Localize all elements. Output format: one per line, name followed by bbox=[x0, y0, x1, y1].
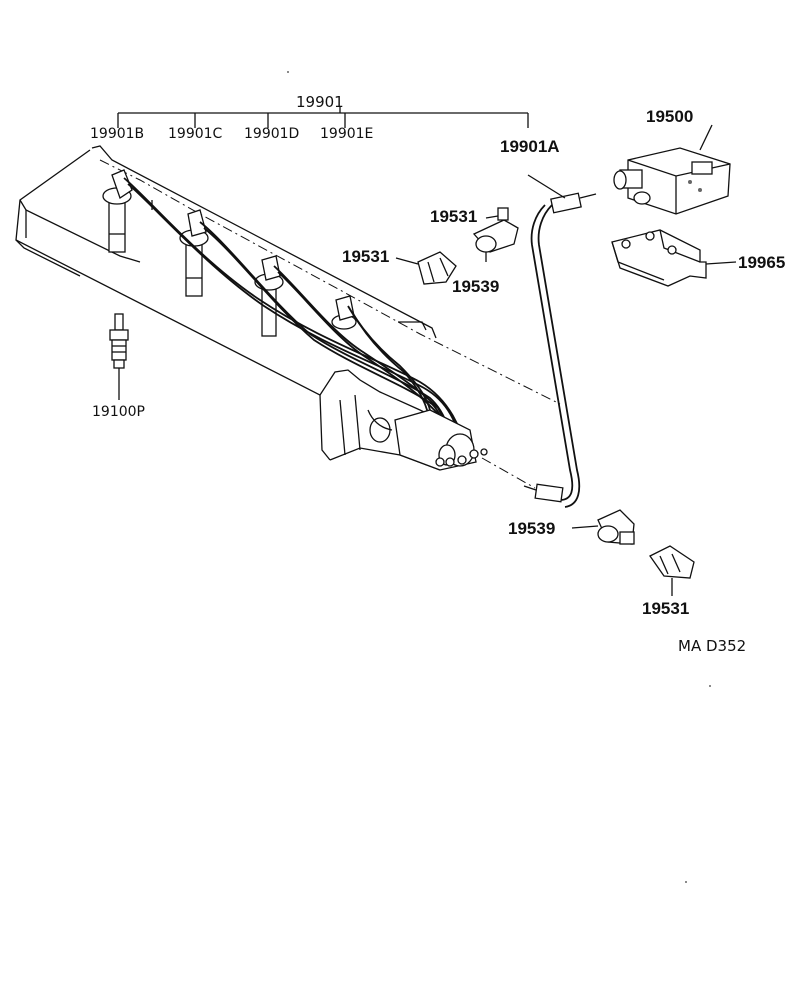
plug-tube-2 bbox=[179, 229, 209, 297]
label-19500: 19500 bbox=[646, 107, 693, 126]
spark-plug bbox=[109, 313, 129, 400]
clamp-19531-lower bbox=[649, 545, 695, 596]
figure-code: MA D352 bbox=[678, 637, 746, 655]
label-19100P: 19100P bbox=[92, 404, 145, 420]
label-19965: 19965 bbox=[738, 253, 785, 272]
scan-speck bbox=[685, 881, 687, 883]
label-19901E: 19901E bbox=[320, 126, 373, 142]
label-19901C: 19901C bbox=[168, 126, 223, 142]
label-19539-mid: 19539 bbox=[452, 277, 499, 296]
label-19901B: 19901B bbox=[90, 126, 144, 142]
distributor bbox=[394, 409, 488, 471]
grommet-19539-upper bbox=[472, 207, 519, 262]
label-19539-lower: 19539 bbox=[508, 519, 555, 538]
plug-tube-1 bbox=[102, 187, 132, 253]
scan-speck bbox=[287, 71, 289, 73]
label-19531-lower: 19531 bbox=[642, 599, 689, 618]
valve-cover bbox=[15, 145, 561, 471]
label-19531-mid: 19531 bbox=[342, 247, 389, 266]
grommet-19539-lower bbox=[571, 509, 635, 545]
coil-bracket bbox=[611, 229, 737, 287]
boot-cord-d bbox=[261, 255, 281, 281]
boot-cord-b bbox=[111, 169, 133, 200]
label-19531-upper: 19531 bbox=[430, 207, 477, 226]
scan-speck bbox=[709, 685, 711, 687]
label-19901A: 19901A bbox=[500, 137, 560, 156]
clamp-19531-mid bbox=[395, 251, 457, 285]
assembly-leader-bracket bbox=[117, 107, 529, 128]
label-19901D: 19901D bbox=[244, 126, 299, 142]
label-19901: 19901 bbox=[296, 93, 344, 111]
ignition-coil bbox=[613, 124, 731, 215]
coil-cord-19901A bbox=[481, 174, 597, 508]
boot-cord-c bbox=[187, 209, 207, 237]
boot-cord-e bbox=[335, 295, 355, 321]
